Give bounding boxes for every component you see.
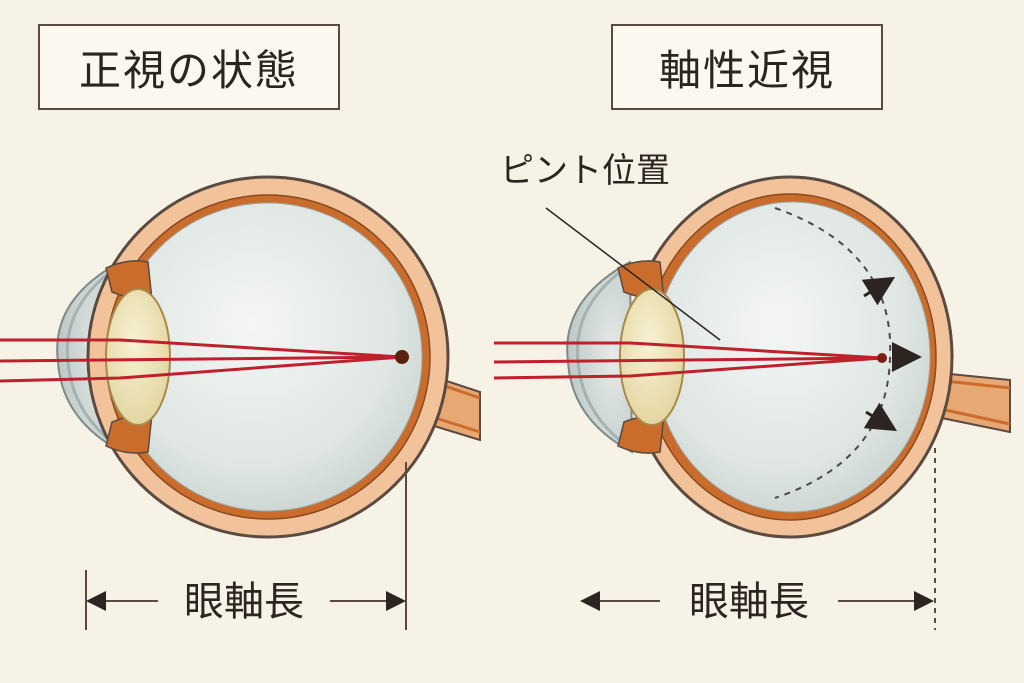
left-ray-top [0, 338, 403, 359]
right-ray-bottom [493, 356, 883, 380]
focus-position-label: ピント位置 [500, 151, 670, 191]
right-ray-top [494, 341, 883, 360]
left-axis-label: 眼軸長 [184, 579, 304, 625]
left-axial-length [85, 462, 407, 630]
right-ray-mid [493, 356, 883, 364]
left-focal-point [395, 350, 409, 364]
left-eye [0, 175, 481, 539]
right-elongation-arrows [861, 276, 922, 432]
left-ray-mid [0, 355, 403, 363]
elongation-arrow-upper [861, 276, 896, 306]
left-light-rays [0, 338, 403, 383]
left-ray-bottom [0, 355, 403, 383]
right-focal-point [877, 353, 887, 363]
right-light-rays [493, 341, 883, 380]
focus-leader-line [545, 207, 721, 341]
left-lens [105, 288, 171, 426]
right-lens [619, 288, 685, 426]
right-panel-title: 軸性近視 [611, 24, 883, 110]
elongation-arrow-lower [863, 402, 898, 432]
right-axial-length [580, 448, 936, 630]
right-eye [493, 175, 1011, 539]
right-axis-label: 眼軸長 [689, 579, 809, 625]
right-vitreous [653, 201, 931, 513]
left-panel-title: 正視の状態 [38, 24, 340, 110]
